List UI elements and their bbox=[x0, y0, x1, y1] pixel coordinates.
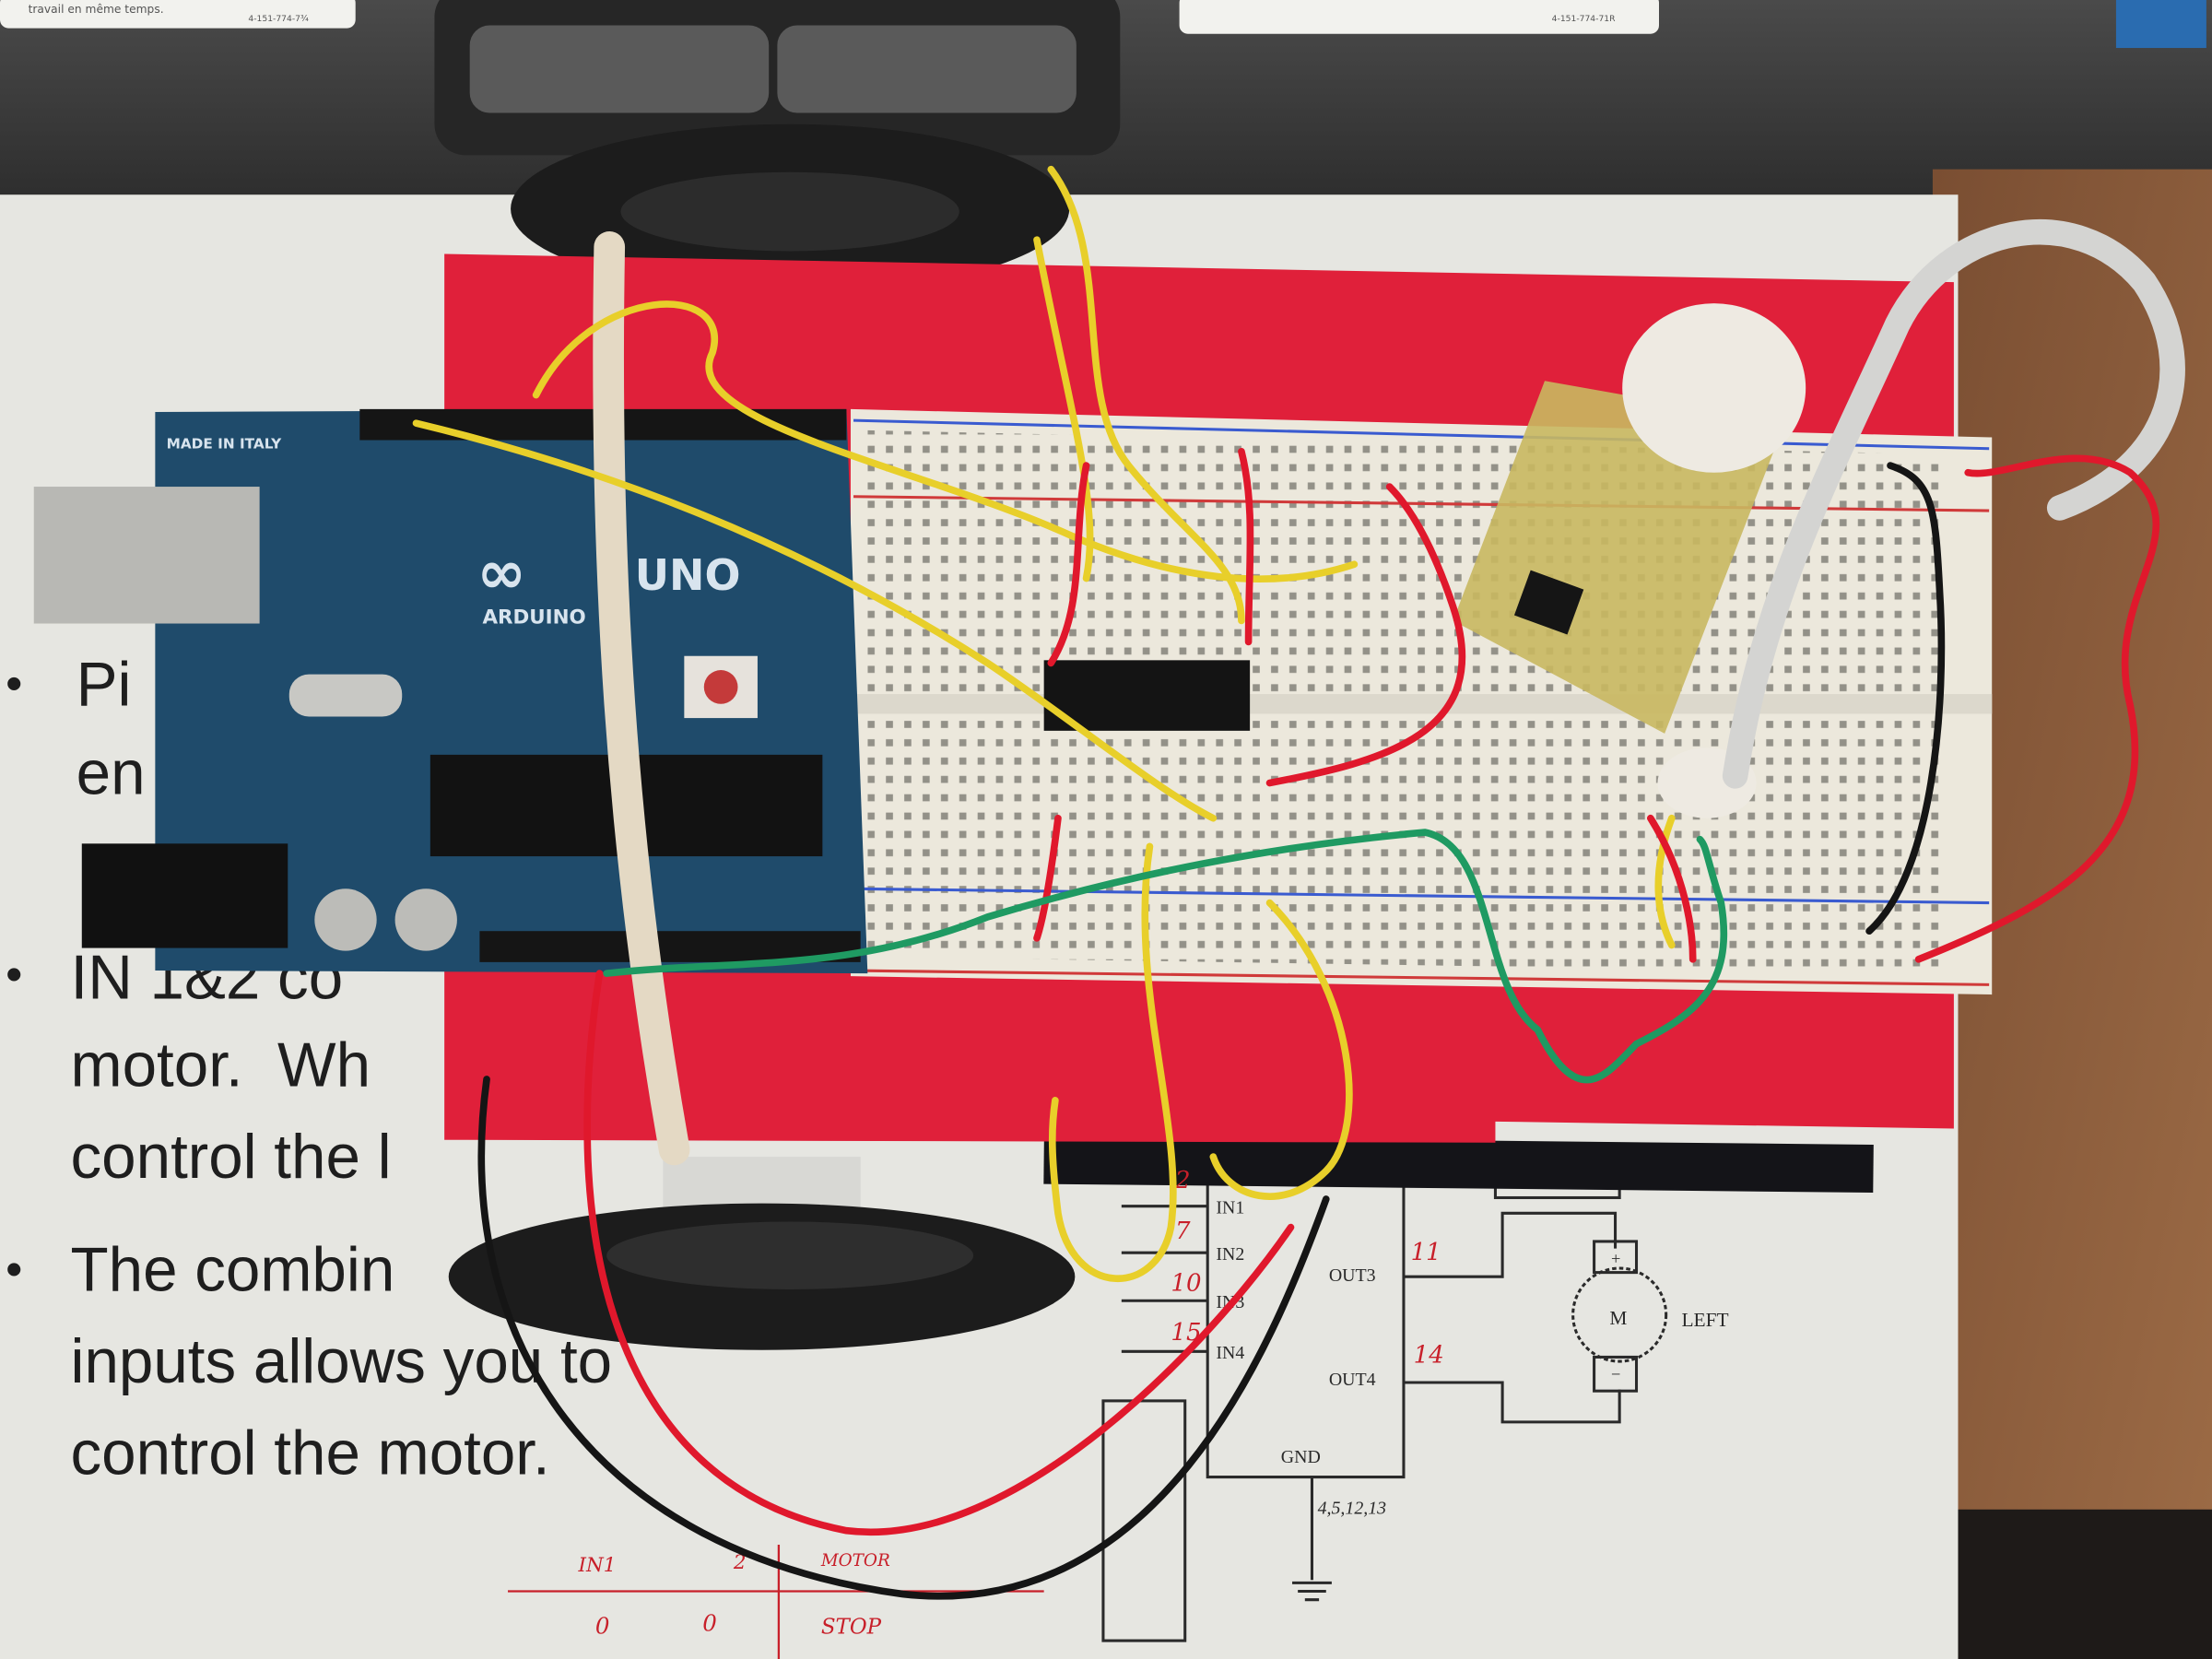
table-header-in1: IN1 bbox=[578, 1554, 617, 1577]
hand-pin-10: 10 bbox=[1171, 1270, 1201, 1298]
wire-yellow-2 bbox=[532, 300, 1359, 582]
arduino-brand: ARDUINO bbox=[482, 606, 585, 629]
table-header-2: 2 bbox=[733, 1551, 747, 1574]
bullet-2-line-2: motor. Wh bbox=[71, 1031, 371, 1100]
bullet-1-line-2: en bbox=[76, 739, 146, 808]
table-header-motor: MOTOR bbox=[820, 1551, 890, 1571]
capacitor-box bbox=[1101, 1399, 1187, 1642]
header-bottom bbox=[479, 931, 861, 962]
wire-red-1 bbox=[583, 970, 1295, 1536]
wire-yellow-7 bbox=[1654, 814, 1676, 949]
sensor-chip bbox=[1513, 570, 1584, 635]
bullet-3-line-1: The combin bbox=[71, 1236, 395, 1305]
wire-yellow-5 bbox=[1048, 842, 1177, 1283]
sticker-right bbox=[1179, 0, 1659, 34]
rubber-band bbox=[593, 231, 690, 1166]
table-cell-2: 0 bbox=[702, 1609, 717, 1636]
schematic-labels: IN1 IN2 IN3 IN4 OUT3 OUT4 GND M + − LEFT… bbox=[578, 1167, 1729, 1640]
sticker-left bbox=[0, 0, 356, 29]
usb-port bbox=[33, 487, 260, 624]
hand-pin-7: 7 bbox=[1175, 1218, 1191, 1245]
bullet-dot: • bbox=[6, 1242, 22, 1296]
rail-blue-bottom bbox=[853, 887, 1990, 905]
pin-gnd: GND bbox=[1281, 1447, 1321, 1467]
breadboard-center-channel bbox=[850, 694, 1993, 714]
hand-out-14: 14 bbox=[1414, 1342, 1444, 1370]
wheel-top-hub bbox=[620, 171, 959, 252]
motor-driver-chip bbox=[1043, 660, 1251, 731]
touchpad-right-button bbox=[777, 25, 1077, 113]
bullet-dot: • bbox=[6, 657, 22, 711]
pin-in2: IN2 bbox=[1216, 1244, 1244, 1265]
driver-ic-outline bbox=[1206, 1171, 1406, 1479]
bullet-2-line-3: control the l bbox=[71, 1123, 392, 1192]
pin-in1: IN1 bbox=[1216, 1197, 1244, 1218]
capacitor-2 bbox=[394, 888, 457, 951]
sticker-left-code: 4-151-774-7¾ bbox=[248, 14, 309, 24]
pin-out4: OUT4 bbox=[1329, 1370, 1376, 1390]
wire-green-1 bbox=[603, 829, 1728, 1084]
pin-in4: IN4 bbox=[1216, 1343, 1244, 1363]
wheel-bottom-hub bbox=[606, 1221, 974, 1289]
bullet-3-line-3: control the motor. bbox=[71, 1418, 550, 1488]
hand-gnd-pins: 4,5,12,13 bbox=[1318, 1498, 1387, 1518]
wire-yellow-4 bbox=[1033, 236, 1094, 582]
ribbon-cable bbox=[1722, 218, 2185, 789]
motor-minus-box bbox=[1593, 1355, 1639, 1393]
wire-yellow-6 bbox=[1209, 899, 1353, 1200]
wire-red-2 bbox=[1265, 483, 1466, 787]
wire-black-2 bbox=[1865, 462, 1946, 935]
motor-symbol-circle bbox=[1571, 1266, 1668, 1363]
sticker-left-text: travail en même temps. bbox=[29, 3, 164, 16]
sticker-right-code: 4-151-774-71R bbox=[1552, 14, 1616, 24]
power-jack bbox=[81, 843, 288, 948]
wire-red-3 bbox=[1914, 454, 2160, 963]
motor-label: LEFT bbox=[1681, 1309, 1728, 1331]
out3-wire bbox=[1403, 1211, 1618, 1278]
desk-shadow bbox=[1947, 1509, 2212, 1659]
motor-m: M bbox=[1609, 1307, 1627, 1329]
rail-red-top bbox=[853, 495, 1990, 512]
wire-red-4 bbox=[1047, 462, 1090, 667]
arduino-model: UNO bbox=[635, 550, 741, 600]
capacitor-1 bbox=[314, 888, 377, 951]
crystal bbox=[288, 674, 403, 717]
wire-red-7 bbox=[1646, 814, 1697, 963]
touchpad-left-button bbox=[469, 25, 770, 113]
bullet-dot: • bbox=[6, 947, 22, 1001]
motor-plus: + bbox=[1611, 1249, 1620, 1267]
bullet-1-line-1: Pi bbox=[76, 650, 132, 719]
rail-blue-top bbox=[853, 418, 1990, 451]
table-cell-in1: 0 bbox=[595, 1612, 610, 1639]
reset-button-cap[interactable] bbox=[703, 670, 738, 704]
wires bbox=[412, 165, 2185, 1600]
table-cell-motor: STOP bbox=[821, 1615, 882, 1639]
black-tape bbox=[1043, 1135, 1874, 1194]
wire-yellow-3 bbox=[1047, 165, 1245, 625]
windows-sticker bbox=[2115, 0, 2206, 49]
out4-wire bbox=[1403, 1381, 1621, 1424]
wire-yellow-1 bbox=[412, 419, 1218, 822]
arduino-made-in: MADE IN ITALY bbox=[167, 436, 282, 453]
wire-black-1 bbox=[477, 1076, 1330, 1600]
motor-plus-box bbox=[1593, 1240, 1639, 1275]
pin-out3: OUT3 bbox=[1329, 1265, 1376, 1286]
bullet-3-line-2: inputs allows you to bbox=[71, 1327, 613, 1396]
gnd-wire bbox=[1292, 1477, 1332, 1602]
wire-red-5 bbox=[1238, 447, 1254, 646]
glue-blob-top bbox=[1622, 303, 1806, 473]
motor-minus: − bbox=[1611, 1365, 1620, 1383]
arduino-logo-infinity: ∞ bbox=[477, 538, 526, 607]
hand-out-11: 11 bbox=[1411, 1239, 1441, 1266]
wire-red-6 bbox=[1033, 814, 1062, 942]
hand-pin-2: 2 bbox=[1174, 1167, 1191, 1194]
rail-red-bottom bbox=[853, 969, 1990, 986]
